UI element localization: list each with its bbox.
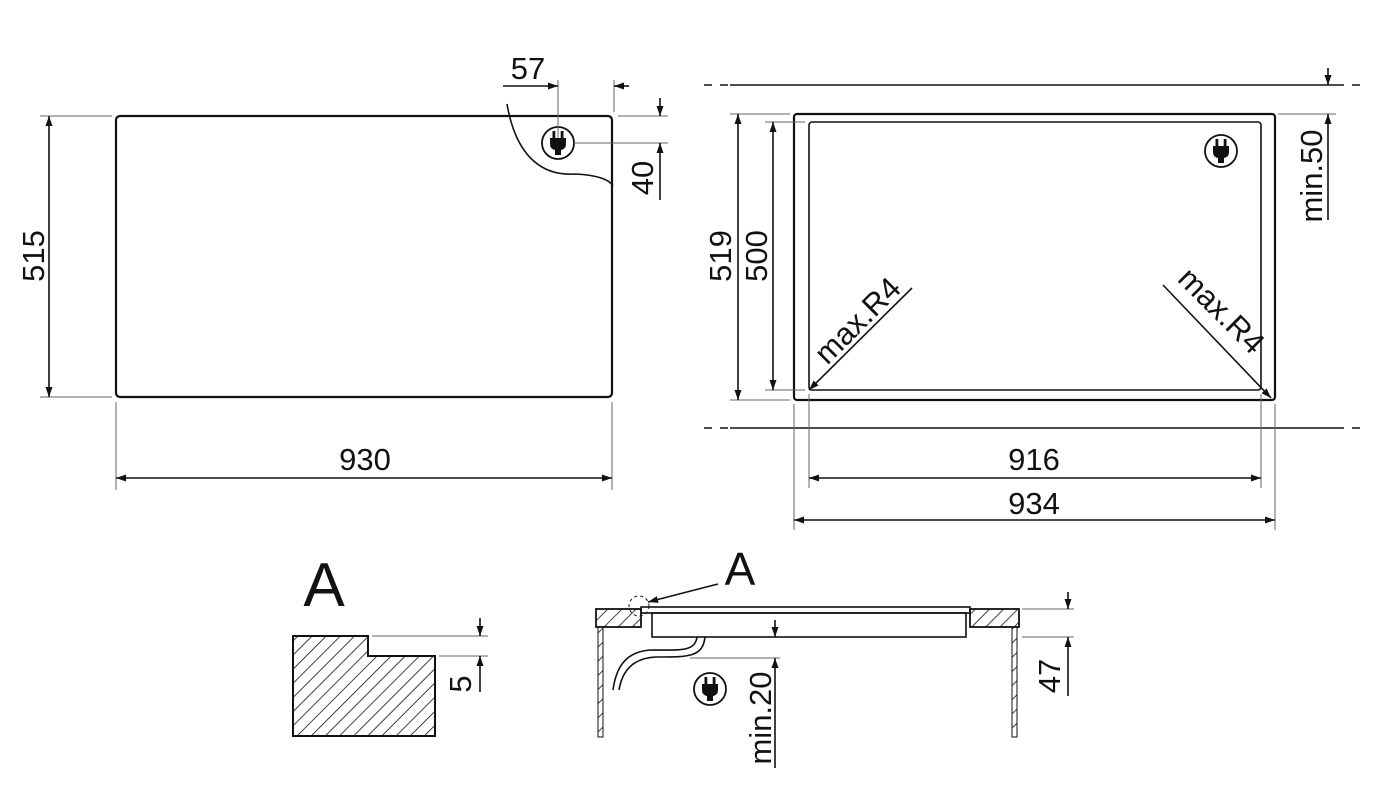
- dim-57-label: 57: [511, 51, 545, 86]
- plug-icon: [1204, 134, 1238, 168]
- hob-body: [651, 612, 967, 638]
- detail-a-leader: [647, 583, 719, 603]
- dim-934-label: 934: [1008, 486, 1060, 521]
- radius-left-label: max.R4: [807, 270, 907, 370]
- cutout-outer: [792, 112, 1277, 402]
- dim-min50-label: min.50: [1294, 129, 1329, 222]
- hob-glass: [640, 606, 971, 614]
- plug-icon: [693, 672, 727, 706]
- section-view: A min.20 47: [595, 543, 1074, 768]
- section-detail-letter: A: [725, 543, 756, 595]
- dim-40-label: 40: [625, 161, 660, 195]
- radius-left-leader: [808, 287, 913, 391]
- detail-a-view: A 5: [292, 551, 488, 737]
- dim-930-label: 930: [339, 442, 391, 477]
- radius-right-leader: [1162, 284, 1272, 399]
- dim-519-label: 519: [703, 230, 738, 282]
- cutout-plan-view: 519 500 916 934 min.50 max.R4 max.R4: [703, 68, 1366, 530]
- worktop-left: [595, 608, 642, 628]
- cutout-inner: [808, 121, 1262, 391]
- section-cable: [612, 636, 698, 691]
- hob-plan-view: 515 930 57 40: [16, 51, 668, 490]
- cable-curve: [506, 103, 614, 187]
- hob-outline: [114, 114, 614, 399]
- dim-47-label: 47: [1032, 659, 1067, 693]
- dim-916-label: 916: [1008, 442, 1060, 477]
- dim-5-label: 5: [443, 675, 478, 692]
- dim-500-label: 500: [739, 230, 774, 282]
- detail-marker-circle: [628, 595, 650, 617]
- detail-a-letter: A: [303, 551, 345, 620]
- dim-515-label: 515: [16, 230, 51, 282]
- detail-a-profile: [292, 635, 436, 737]
- dim-min20-label: min.20: [743, 671, 778, 764]
- worktop-right: [969, 608, 1020, 628]
